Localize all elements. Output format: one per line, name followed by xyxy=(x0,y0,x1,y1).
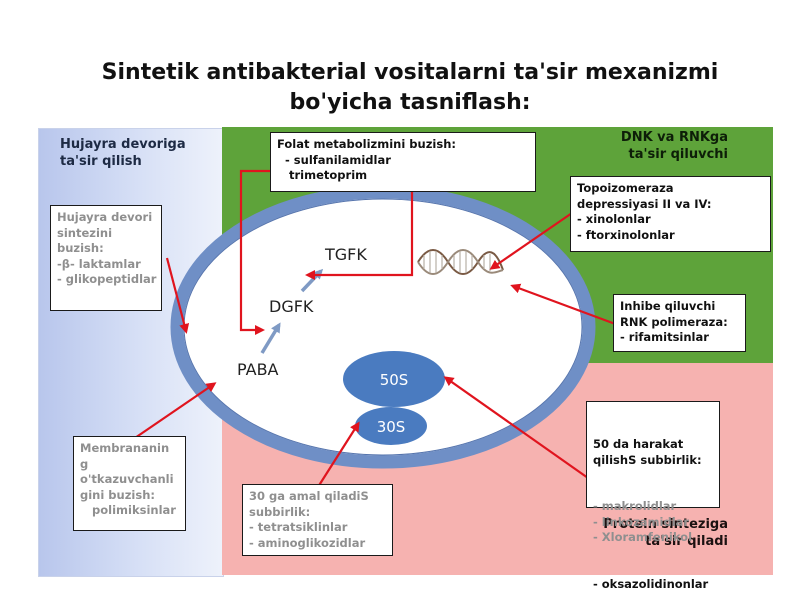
dgfk-label: DGFK xyxy=(269,297,314,316)
folate-arrow-to-paba xyxy=(239,169,270,335)
s50-box-faded-items: - makrolidlar - linkozamidlar - Xloramfe… xyxy=(593,499,693,544)
ribosome-50s xyxy=(343,351,445,407)
folate-box: Folat metabolizmini buzish: - sulfanilam… xyxy=(270,132,536,192)
dna-rna-label: DNK va RNKga ta'sir qiluvchi xyxy=(620,130,728,162)
s50-box: 50 da harakat qilishS subbirlik: - makro… xyxy=(586,401,720,591)
wall-arrow xyxy=(165,257,190,334)
protein-label: Protein sinteziga ta'sir qiladi xyxy=(603,517,728,549)
rnk-polymerase-box: Inhibe qiluvchi RNK polimeraza: - rifami… xyxy=(613,294,746,352)
ribosome-50s-label: 50S xyxy=(380,371,409,389)
ribosome-30s xyxy=(355,407,427,445)
s50-box-last-item: - oksazolidinonlar xyxy=(593,576,709,591)
s50-arrow xyxy=(443,376,589,479)
dna-helix-icon xyxy=(417,249,504,275)
membrane-box: Membrananin g o'tkazuvchanli gini buzish… xyxy=(73,436,186,531)
topo-box: Topoizomeraza depressiyasi II va IV: - x… xyxy=(570,176,771,252)
cell-membrane xyxy=(170,185,596,469)
s50-box-heading: 50 da harakat qilishS subbirlik: xyxy=(593,437,702,467)
wall-synthesis-box: Hujayra devori sintezini buzish: -β- lak… xyxy=(50,205,162,311)
page-title: Sintetik antibakterial vositalarni ta'si… xyxy=(101,60,719,115)
tgfk-label: TGFK xyxy=(324,245,367,264)
paba-to-dgfk-arrow xyxy=(260,322,281,354)
s30-box: 30 ga amal qiladiS subbirlik: - tetratsi… xyxy=(242,484,393,556)
cell-wall-label: Hujayra devoriga ta'sir qilish xyxy=(60,137,186,169)
rnk-arrow xyxy=(510,283,619,327)
ribosome-30s-label: 30S xyxy=(377,418,406,436)
topo-arrow xyxy=(489,212,573,270)
s30-arrow xyxy=(317,421,360,488)
paba-label: PABA xyxy=(237,360,279,379)
membrane-arrow xyxy=(131,382,217,441)
